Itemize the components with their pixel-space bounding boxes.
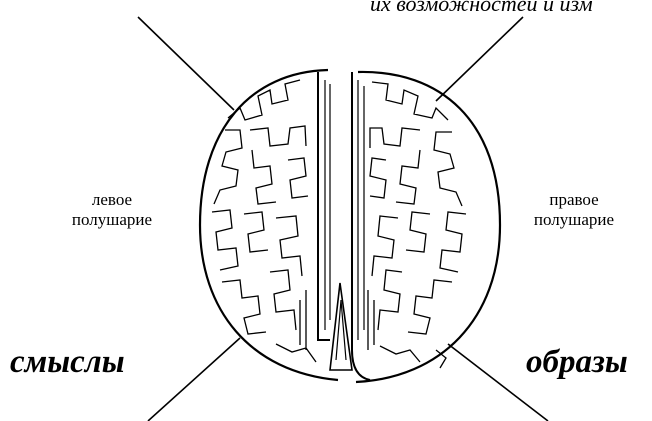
right-hemisphere-label-line1: правое — [512, 190, 636, 210]
left-hemisphere-label-line2: полушарие — [48, 210, 176, 230]
right-word-images: образы — [526, 344, 628, 380]
top-caption: их возможностей и изм — [370, 0, 593, 16]
pointer-line-top-right — [436, 17, 523, 101]
left-hemisphere-label: левое полушарие — [48, 190, 176, 230]
right-hemisphere-label: правое полушарие — [512, 190, 636, 230]
left-hemisphere-label-line1: левое — [48, 190, 176, 210]
right-hemisphere-label-line2: полушарие — [512, 210, 636, 230]
brain-right-hemisphere-icon — [352, 72, 500, 382]
left-word-meanings: смыслы — [10, 344, 125, 380]
pointer-line-bottom-left — [148, 338, 240, 421]
pointer-line-top-left — [138, 17, 234, 110]
brain-left-hemisphere-icon — [200, 70, 352, 380]
